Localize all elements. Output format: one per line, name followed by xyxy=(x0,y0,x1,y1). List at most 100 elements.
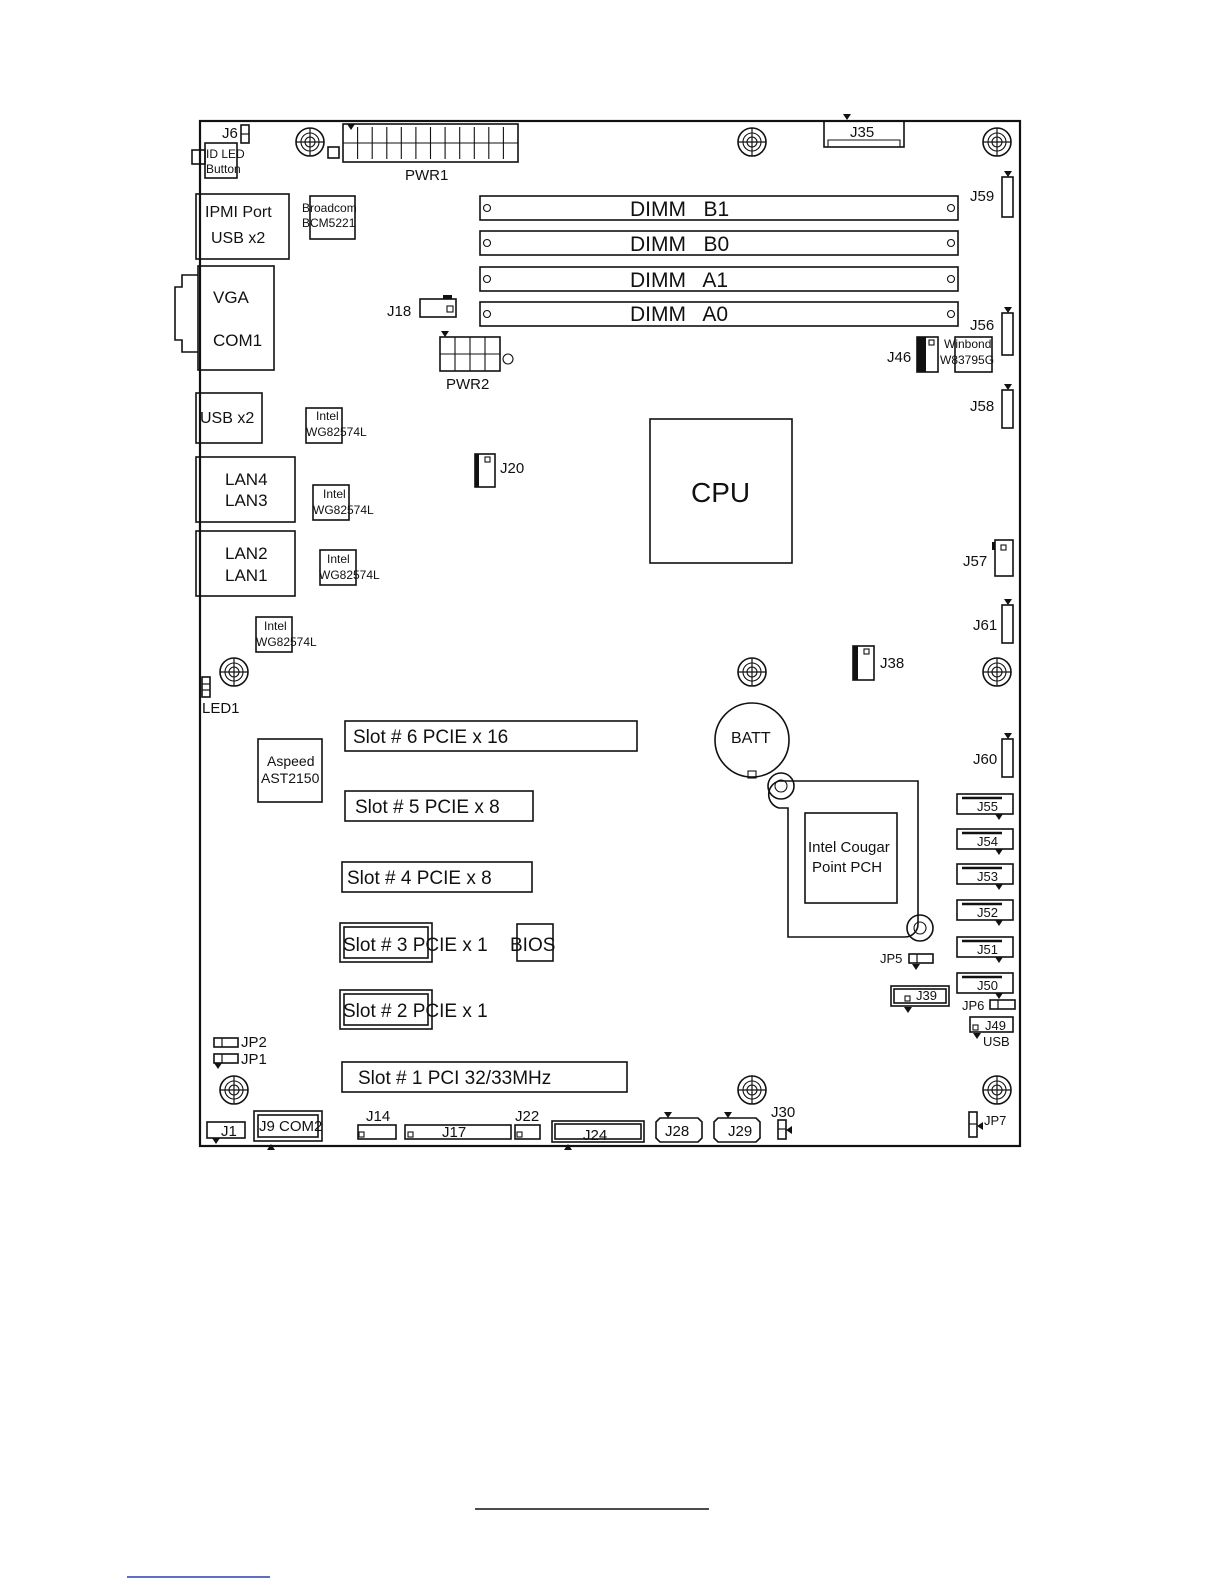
mounting-hole xyxy=(219,1075,249,1105)
id-led-label-1: ID LED xyxy=(206,147,245,161)
j20-header: J20 xyxy=(474,453,524,488)
jp5-label: JP5 xyxy=(880,951,902,966)
pch-label-2: Point PCH xyxy=(812,859,882,876)
pwr1-connector: PWR1 xyxy=(327,123,519,184)
dimm-a0-label: DIMM A0 xyxy=(630,303,728,326)
dimm-slot-a1: DIMM A1 xyxy=(479,266,959,292)
j49-label: J49 xyxy=(985,1018,1006,1033)
j46-label: J46 xyxy=(887,349,911,366)
intel-nic-3-label-2: WG82574L xyxy=(319,568,380,582)
cpu-label: CPU xyxy=(691,477,750,508)
sata-j53: J53 xyxy=(956,863,1014,890)
id-led-label-2: Button xyxy=(206,162,241,176)
j61-header: J61 xyxy=(973,599,1014,644)
broadcom-label-2: BCM5221 xyxy=(302,216,356,230)
led1-label: LED1 xyxy=(202,700,240,717)
slot2-label: Slot # 2 PCIE x 1 xyxy=(343,1001,488,1022)
sata-j54: J54 xyxy=(956,828,1014,855)
slot-1-pci: Slot # 1 PCI 32/33MHz xyxy=(341,1061,628,1093)
slot4-label: Slot # 4 PCIE x 8 xyxy=(347,868,492,889)
sata-j52: J52 xyxy=(956,899,1014,926)
j35-connector: J35 xyxy=(823,114,905,148)
com1-label: COM1 xyxy=(213,331,262,350)
winbond-label-1: Winbond xyxy=(944,337,991,351)
intel-nic-2-label-1: Intel xyxy=(323,487,346,501)
j14-header: J14 xyxy=(357,1108,397,1140)
j30-label: J30 xyxy=(771,1104,795,1121)
sata-j50: J50 xyxy=(956,972,1014,999)
jp7-label: JP7 xyxy=(984,1113,1006,1128)
mounting-hole xyxy=(982,127,1012,157)
j57-label: J57 xyxy=(963,553,987,570)
led1-indicator: LED1 xyxy=(201,676,240,717)
j61-label: J61 xyxy=(973,617,997,634)
aspeed-label-2: AST2150 xyxy=(261,770,320,786)
broadcom-label-1: Broadcom xyxy=(302,201,357,215)
j38-header: J38 xyxy=(852,645,904,681)
bios-label: BIOS xyxy=(510,935,555,956)
lan1-label: LAN1 xyxy=(225,566,268,585)
pwr2-label: PWR2 xyxy=(446,376,489,393)
board-outline xyxy=(198,119,1022,1148)
j46-header: J46 xyxy=(887,336,939,373)
j24-label: J24 xyxy=(583,1127,607,1144)
j58-label: J58 xyxy=(970,398,994,415)
j54-label: J54 xyxy=(977,834,998,849)
slot-5-pcie-x8: Slot # 5 PCIE x 8 xyxy=(344,790,534,822)
j60-label: J60 xyxy=(973,751,997,768)
battery: BATT xyxy=(714,702,790,779)
jp5-jumper: JP5 xyxy=(880,951,934,970)
j17-label: J17 xyxy=(442,1124,466,1141)
lan4-label: LAN4 xyxy=(225,470,268,489)
intel-nic-3: Intel WG82574L xyxy=(319,549,380,586)
j18-label: J18 xyxy=(387,303,411,320)
vga-com1-port: VGA COM1 xyxy=(174,265,275,371)
j29-label: J29 xyxy=(728,1123,752,1140)
j35-label: J35 xyxy=(850,124,874,141)
ipmi-usb-port: IPMI Port USB x2 xyxy=(195,193,290,260)
pwr1-pins xyxy=(343,127,518,159)
mounting-hole xyxy=(982,657,1012,687)
pch-heatsink: Intel Cougar Point PCH xyxy=(767,772,934,942)
mounting-hole xyxy=(737,127,767,157)
aspeed-label-1: Aspeed xyxy=(267,753,314,769)
dimm-slot-a0: DIMM A0 xyxy=(479,301,959,327)
pch-label-1: Intel Cougar xyxy=(808,839,890,856)
j58-header: J58 xyxy=(970,384,1014,429)
j18-header: J18 xyxy=(387,295,457,320)
j9-label: J9 COM2 xyxy=(259,1118,322,1135)
j17-header: J17 xyxy=(404,1124,512,1141)
j6-label: J6 xyxy=(222,125,238,142)
lan2-label: LAN2 xyxy=(225,544,268,563)
j39-header: J39 xyxy=(890,985,950,1013)
jp1-label: JP1 xyxy=(241,1051,267,1068)
j22-header: J22 xyxy=(514,1108,541,1140)
dimm-slot-b1: DIMM B1 xyxy=(479,195,959,221)
dimm-b1-label: DIMM B1 xyxy=(630,198,729,221)
j51-label: J51 xyxy=(977,942,998,957)
usb-x2-label: USB x2 xyxy=(200,410,254,427)
dimm-slot-b0: DIMM B0 xyxy=(479,230,959,256)
j28-label: J28 xyxy=(665,1123,689,1140)
lan4-lan3-port: LAN4 LAN3 xyxy=(195,456,296,523)
slot5-label: Slot # 5 PCIE x 8 xyxy=(355,797,500,818)
slot3-label: Slot # 3 PCIE x 1 xyxy=(343,935,488,956)
j50-label: J50 xyxy=(977,978,998,993)
id-led-button: ID LED Button xyxy=(191,142,245,179)
j56-label: J56 xyxy=(970,317,994,334)
jp1-jumper: JP1 xyxy=(213,1051,267,1069)
cpu-socket: CPU xyxy=(649,418,793,564)
slot-6-pcie-x16: Slot # 6 PCIE x 16 xyxy=(344,720,638,752)
intel-nic-2: Intel WG82574L xyxy=(312,484,374,521)
j24-header: J24 xyxy=(551,1120,645,1150)
j55-label: J55 xyxy=(977,799,998,814)
intel-nic-1: Intel WG82574L xyxy=(305,407,367,444)
j57-header: J57 xyxy=(963,539,1014,577)
slot1-label: Slot # 1 PCI 32/33MHz xyxy=(358,1068,551,1089)
dimm-a1-label: DIMM A1 xyxy=(630,269,728,292)
j20-label: J20 xyxy=(500,460,524,477)
j59-label: J59 xyxy=(970,188,994,205)
intel-nic-4: Intel WG82574L xyxy=(255,616,317,653)
j56-header: J56 xyxy=(970,307,1014,356)
